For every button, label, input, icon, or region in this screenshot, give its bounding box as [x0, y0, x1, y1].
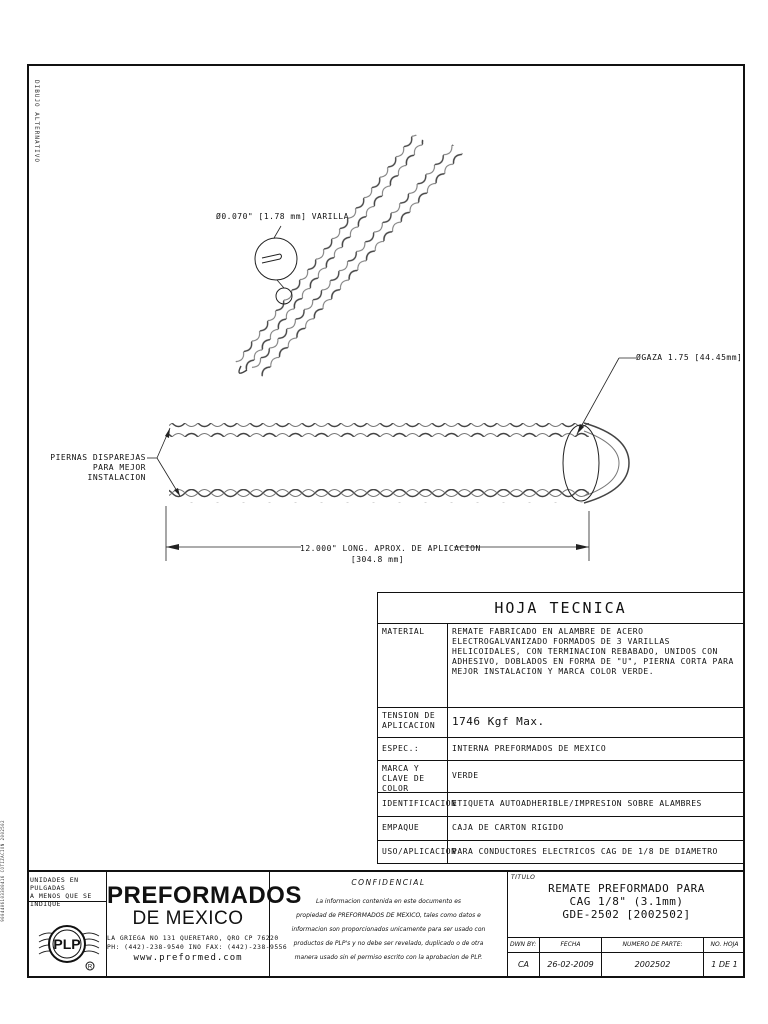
margin-label: 9004406103380416 COTIZACION 2002502: [0, 820, 5, 922]
spec-label: USO/APLICACION: [378, 841, 456, 864]
rod-diameter-label: Ø0.070" [1.78 mm] VARILLA: [216, 212, 349, 221]
legs-note-line2: PARA MEJOR INSTALACION: [87, 463, 146, 482]
confidential-cell: CONFIDENCIAL La informacion contenida en…: [270, 872, 508, 978]
spec-label: IDENTIFICACION: [378, 793, 456, 816]
title-block: UNIDADES EN PULGADAS A MENOS QUE SE INDI…: [27, 870, 745, 978]
technical-drawing: [147, 133, 636, 561]
length-line1: 12.000" LONG. APROX. DE APLICACION: [300, 544, 481, 553]
eye-diameter-label: ØGAZA 1.75 [44.45mm]: [636, 353, 743, 362]
plp-logo-icon: PLP R: [38, 925, 100, 971]
helix-perspective: [235, 133, 463, 377]
spec-value: PARA CONDUCTORES ELECTRICOS CAG DE 1/8 D…: [452, 847, 718, 856]
titulo-label: TITULO: [511, 874, 536, 881]
dwn-by-value: CA: [508, 953, 540, 978]
legs-note-line1: PIERNAS DISPAREJAS: [50, 453, 146, 462]
spec-label: TENSION DE APLICACION: [378, 708, 448, 737]
helix-top-view: [147, 357, 636, 504]
spec-label: MARCA Y CLAVE DE COLOR: [378, 761, 448, 793]
logo-text: PLP: [53, 936, 80, 952]
spec-value: REMATE FABRICADO EN ALAMBRE DE ACERO ELE…: [452, 627, 734, 676]
drawing-frame: [27, 64, 745, 978]
confidential-line: productos de PLP's y no debe ser revelad…: [293, 940, 484, 947]
spec-row-empaque: EMPAQUE CAJA DE CARTON RIGIDO: [378, 817, 743, 841]
spec-row-material: MATERIAL REMATE FABRICADO EN ALAMBRE DE …: [378, 624, 743, 708]
hdr-fecha: FECHA: [540, 938, 602, 953]
spec-value: VERDE: [452, 771, 479, 780]
confidential-title: CONFIDENCIAL: [351, 878, 426, 887]
units-line1: UNIDADES EN PULGADAS: [30, 876, 79, 892]
spec-value: ETIQUETA AUTOADHERIBLE/IMPRESION SOBRE A…: [452, 799, 702, 808]
company-phone: PH: (442)-238-9540 INO FAX: (442)-238-95…: [107, 944, 288, 951]
company-subname: DE MEXICO: [132, 908, 244, 929]
sheet-value: 1 DE 1: [711, 960, 738, 969]
spec-value: CAJA DE CARTON RIGIDO: [452, 823, 564, 832]
title-line3: GDE-2502 [2002502]: [562, 908, 691, 921]
company-name: PREFORMADOS: [107, 882, 302, 909]
side-label: DIBUJO ALTERNATIVO: [33, 80, 40, 164]
svg-text:R: R: [88, 965, 93, 971]
spec-value: INTERNA PREFORMADOS DE MEXICO: [452, 744, 607, 753]
spec-row-tension: TENSION DE APLICACION 1746 Kgf Max.: [378, 708, 743, 738]
company-cell: PREFORMADOS DE MEXICO LA GRIEGA NO 131 Q…: [107, 872, 302, 978]
spec-value: 1746 Kgf Max.: [452, 715, 545, 728]
confidential-line: propiedad de PREFORMADOS DE MEXICO, tale…: [296, 912, 481, 919]
spec-title: HOJA TECNICA: [378, 593, 743, 624]
units-note: UNIDADES EN PULGADAS A MENOS QUE SE INDI…: [27, 872, 107, 908]
spec-row-espec: ESPEC.: INTERNA PREFORMADOS DE MEXICO: [378, 738, 743, 761]
confidential-line: La informacion contenida en este documen…: [315, 898, 462, 905]
confidential-line: informacion son proporcionados unicament…: [291, 926, 486, 933]
confidential-line: manera usado sin el permiso escrito con …: [294, 954, 483, 961]
spec-table: HOJA TECNICA MATERIAL REMATE FABRICADO E…: [377, 592, 744, 864]
title-line1: REMATE PREFORMADO PARA: [548, 882, 705, 895]
hdr-part: NUMERO DE PARTE:: [602, 938, 704, 953]
rod-detail: [254, 225, 298, 305]
hdr-sheet: NO. HOJA: [704, 938, 745, 953]
spec-label: MATERIAL: [378, 624, 448, 707]
spec-row-identificacion: IDENTIFICACION ETIQUETA AUTOADHERIBLE/IM…: [378, 793, 743, 817]
drawing-title-cell: TITULO REMATE PREFORMADO PARA CAG 1/8" (…: [508, 872, 745, 938]
length-dimension: [165, 506, 590, 561]
fecha-value: 26-02-2009: [540, 953, 602, 978]
length-label: 12.000" LONG. APROX. DE APLICACION [304.…: [300, 543, 481, 565]
spec-label: EMPAQUE: [378, 817, 448, 840]
hdr-dwn: DWN BY:: [508, 938, 540, 953]
company-website[interactable]: www.preformed.com: [133, 953, 243, 963]
legs-note: PIERNAS DISPAREJAS PARA MEJOR INSTALACIO…: [40, 453, 146, 483]
logo-cell: PLP R: [27, 902, 107, 978]
units-line2: A MENOS QUE SE INDIQUE: [30, 892, 92, 908]
spec-row-uso: USO/APLICACION PARA CONDUCTORES ELECTRIC…: [378, 841, 743, 864]
length-line2: [304.8 mm]: [350, 555, 405, 564]
spec-row-color: MARCA Y CLAVE DE COLOR VERDE: [378, 761, 743, 793]
part-number-value: 2002502: [602, 953, 704, 978]
company-address: LA GRIEGA NO 131 QUERETARO, QRO CP 76220: [107, 935, 279, 942]
title-line2: CAG 1/8" (3.1mm): [569, 895, 684, 908]
spec-label: ESPEC.:: [378, 738, 448, 760]
